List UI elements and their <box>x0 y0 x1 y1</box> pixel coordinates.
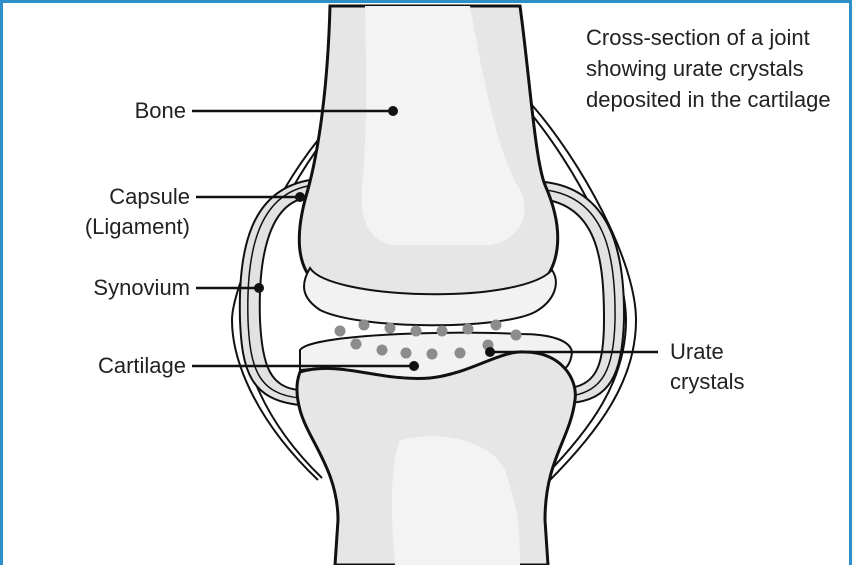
bone-dot <box>388 106 398 116</box>
bone-label: Bone <box>90 98 186 124</box>
crystal <box>427 349 438 360</box>
crystal <box>437 326 448 337</box>
crystal <box>401 348 412 359</box>
crystal <box>411 326 422 337</box>
crystal <box>377 345 388 356</box>
crystal <box>455 348 466 359</box>
capsule-label-line2: (Ligament) <box>40 214 190 240</box>
capsule-dot <box>295 192 305 202</box>
figure-caption: Cross-section of a joint showing urate c… <box>586 22 836 115</box>
synovium-label: Synovium <box>40 275 190 301</box>
crystal <box>491 320 502 331</box>
urate-label-line1: Urate <box>670 339 790 365</box>
crystal <box>335 326 346 337</box>
urate-dot <box>485 347 495 357</box>
lower-bone <box>297 333 575 565</box>
synovium-dot <box>254 283 264 293</box>
urate-label-line2: crystals <box>670 369 790 395</box>
capsule-label-line1: Capsule <box>60 184 190 210</box>
crystal <box>351 339 362 350</box>
cartilage-label: Cartilage <box>40 353 186 379</box>
cartilage-dot <box>409 361 419 371</box>
crystal <box>511 330 522 341</box>
crystal <box>359 320 370 331</box>
upper-bone <box>299 6 557 325</box>
crystal <box>463 324 474 335</box>
crystal <box>385 323 396 334</box>
